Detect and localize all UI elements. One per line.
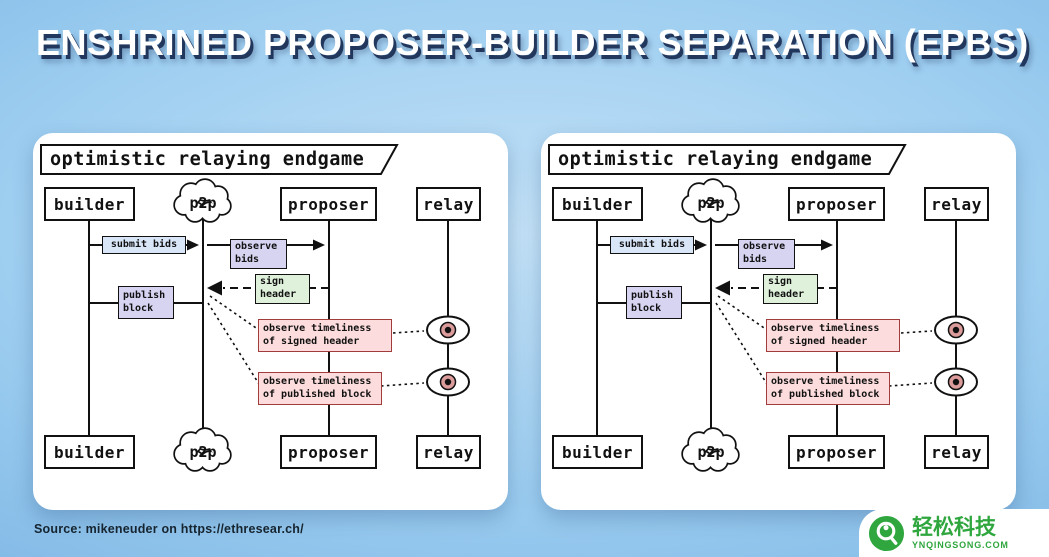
msg-sign-header: sign header bbox=[763, 274, 818, 304]
msg-sign-header: sign header bbox=[255, 274, 310, 304]
submit-bids-arrowhead bbox=[695, 239, 707, 251]
watermark-brand: 轻松科技 bbox=[912, 515, 996, 540]
watermark-domain: YNQINGSONG.COM bbox=[912, 539, 1009, 550]
dotted-line-observe-signed-left bbox=[209, 295, 260, 331]
msg-observe-bids-line1: observe bbox=[235, 241, 278, 253]
actor-proposer-top: proposer bbox=[280, 187, 377, 221]
msg-observe-signed-line2: of signed header bbox=[263, 335, 360, 347]
msg-sign-header-line1: sign bbox=[260, 276, 285, 288]
dotted-line-observe-published-left bbox=[715, 302, 768, 385]
actor-relay-bottom: relay bbox=[924, 435, 989, 469]
watermark-text: 轻松科技 YNQINGSONG.COM bbox=[912, 516, 1009, 549]
msg-observe-signed-line2: of signed header bbox=[771, 335, 868, 347]
msg-publish-block-line2: block bbox=[631, 302, 662, 314]
msg-observe-signed-line1: observe timeliness bbox=[771, 322, 880, 334]
observe-bids-arrowhead bbox=[821, 239, 833, 251]
eye-icon-published-block bbox=[934, 367, 978, 397]
msg-observe-bids-line2: bids bbox=[743, 254, 768, 265]
msg-sign-header-line2: header bbox=[768, 289, 805, 300]
submit-bids-arrowhead bbox=[187, 239, 199, 251]
msg-submit-bids: submit bids bbox=[610, 236, 694, 254]
frame-title-box bbox=[548, 144, 907, 175]
actor-builder-bottom: builder bbox=[44, 435, 135, 469]
msg-observe-timeliness-signed-header: observe timeliness of signed header bbox=[766, 319, 900, 352]
actor-relay-bottom: relay bbox=[416, 435, 481, 469]
msg-observe-signed-line1: observe timeliness bbox=[263, 322, 372, 334]
actor-builder-bottom: builder bbox=[552, 435, 643, 469]
msg-observe-bids: observe bids bbox=[738, 239, 795, 269]
dotted-line-observe-signed-right bbox=[900, 330, 933, 334]
watermark-logo-icon bbox=[868, 515, 905, 551]
diagram-panel-left: optimistic relaying endgame builder p2p … bbox=[33, 133, 508, 510]
msg-observe-timeliness-signed-header: observe timeliness of signed header bbox=[258, 319, 392, 352]
diagram-frame-title: optimistic relaying endgame bbox=[50, 149, 365, 170]
msg-publish-block: publish block bbox=[118, 286, 174, 319]
actor-proposer-bottom: proposer bbox=[788, 435, 885, 469]
msg-sign-header-line2: header bbox=[260, 289, 297, 300]
msg-publish-block-line1: publish bbox=[631, 289, 674, 301]
msg-observe-published-line2: of published block bbox=[771, 388, 880, 400]
actor-builder-top: builder bbox=[552, 187, 643, 221]
sequence-diagram: optimistic relaying endgame builder p2p … bbox=[33, 133, 508, 510]
msg-observe-bids: observe bids bbox=[230, 239, 287, 269]
p2p-cloud-bottom-icon bbox=[173, 427, 232, 472]
p2p-cloud-top-icon bbox=[681, 178, 740, 223]
msg-submit-bids: submit bids bbox=[102, 236, 186, 254]
actor-builder-top: builder bbox=[44, 187, 135, 221]
actor-relay-top: relay bbox=[924, 187, 989, 221]
msg-publish-block-line2: block bbox=[123, 302, 154, 314]
msg-observe-published-line1: observe timeliness bbox=[771, 375, 880, 387]
sign-header-arrowhead bbox=[715, 280, 730, 296]
msg-publish-block: publish block bbox=[626, 286, 682, 319]
dotted-line-observe-signed-left bbox=[717, 295, 768, 331]
msg-observe-published-line2: of published block bbox=[263, 388, 372, 400]
sign-header-arrowhead bbox=[207, 280, 222, 296]
frame-title-box bbox=[40, 144, 399, 175]
dotted-line-observe-signed-right bbox=[392, 330, 425, 334]
eye-icon-published-block bbox=[426, 367, 470, 397]
diagram-panel-right: optimistic relaying endgame builder p2p … bbox=[541, 133, 1016, 510]
dotted-line-observe-published-right bbox=[380, 382, 425, 387]
msg-observe-timeliness-published-block: observe timeliness of published block bbox=[258, 372, 382, 405]
observe-bids-arrowhead bbox=[313, 239, 325, 251]
source-credit: Source: mikeneuder on https://ethresear.… bbox=[34, 522, 304, 536]
dotted-line-observe-published-right bbox=[888, 382, 933, 387]
sequence-diagram: optimistic relaying endgame builder p2p … bbox=[541, 133, 1016, 510]
msg-sign-header-line1: sign bbox=[768, 276, 793, 288]
p2p-cloud-top-icon bbox=[173, 178, 232, 223]
msg-observe-bids-line2: bids bbox=[235, 254, 260, 265]
eye-icon-signed-header bbox=[934, 315, 978, 345]
dotted-line-observe-published-left bbox=[207, 302, 260, 385]
msg-observe-bids-line1: observe bbox=[743, 241, 786, 253]
actor-p2p-top: p2p bbox=[697, 194, 725, 212]
msg-publish-block-line1: publish bbox=[123, 289, 166, 301]
page-title: ENSHRINED PROPOSER-BUILDER SEPARATION (E… bbox=[36, 22, 1029, 63]
msg-observe-timeliness-published-block: observe timeliness of published block bbox=[766, 372, 890, 405]
eye-icon-signed-header bbox=[426, 315, 470, 345]
msg-observe-published-line1: observe timeliness bbox=[263, 375, 372, 387]
watermark-badge: 轻松科技 YNQINGSONG.COM bbox=[859, 509, 1049, 557]
actor-p2p-bottom: p2p bbox=[189, 443, 217, 461]
diagram-frame-title: optimistic relaying endgame bbox=[558, 149, 873, 170]
actor-proposer-bottom: proposer bbox=[280, 435, 377, 469]
diagram-lines-layer bbox=[548, 144, 978, 472]
actor-proposer-top: proposer bbox=[788, 187, 885, 221]
actor-p2p-top: p2p bbox=[189, 194, 217, 212]
p2p-cloud-bottom-icon bbox=[681, 427, 740, 472]
actor-relay-top: relay bbox=[416, 187, 481, 221]
actor-p2p-bottom: p2p bbox=[697, 443, 725, 461]
